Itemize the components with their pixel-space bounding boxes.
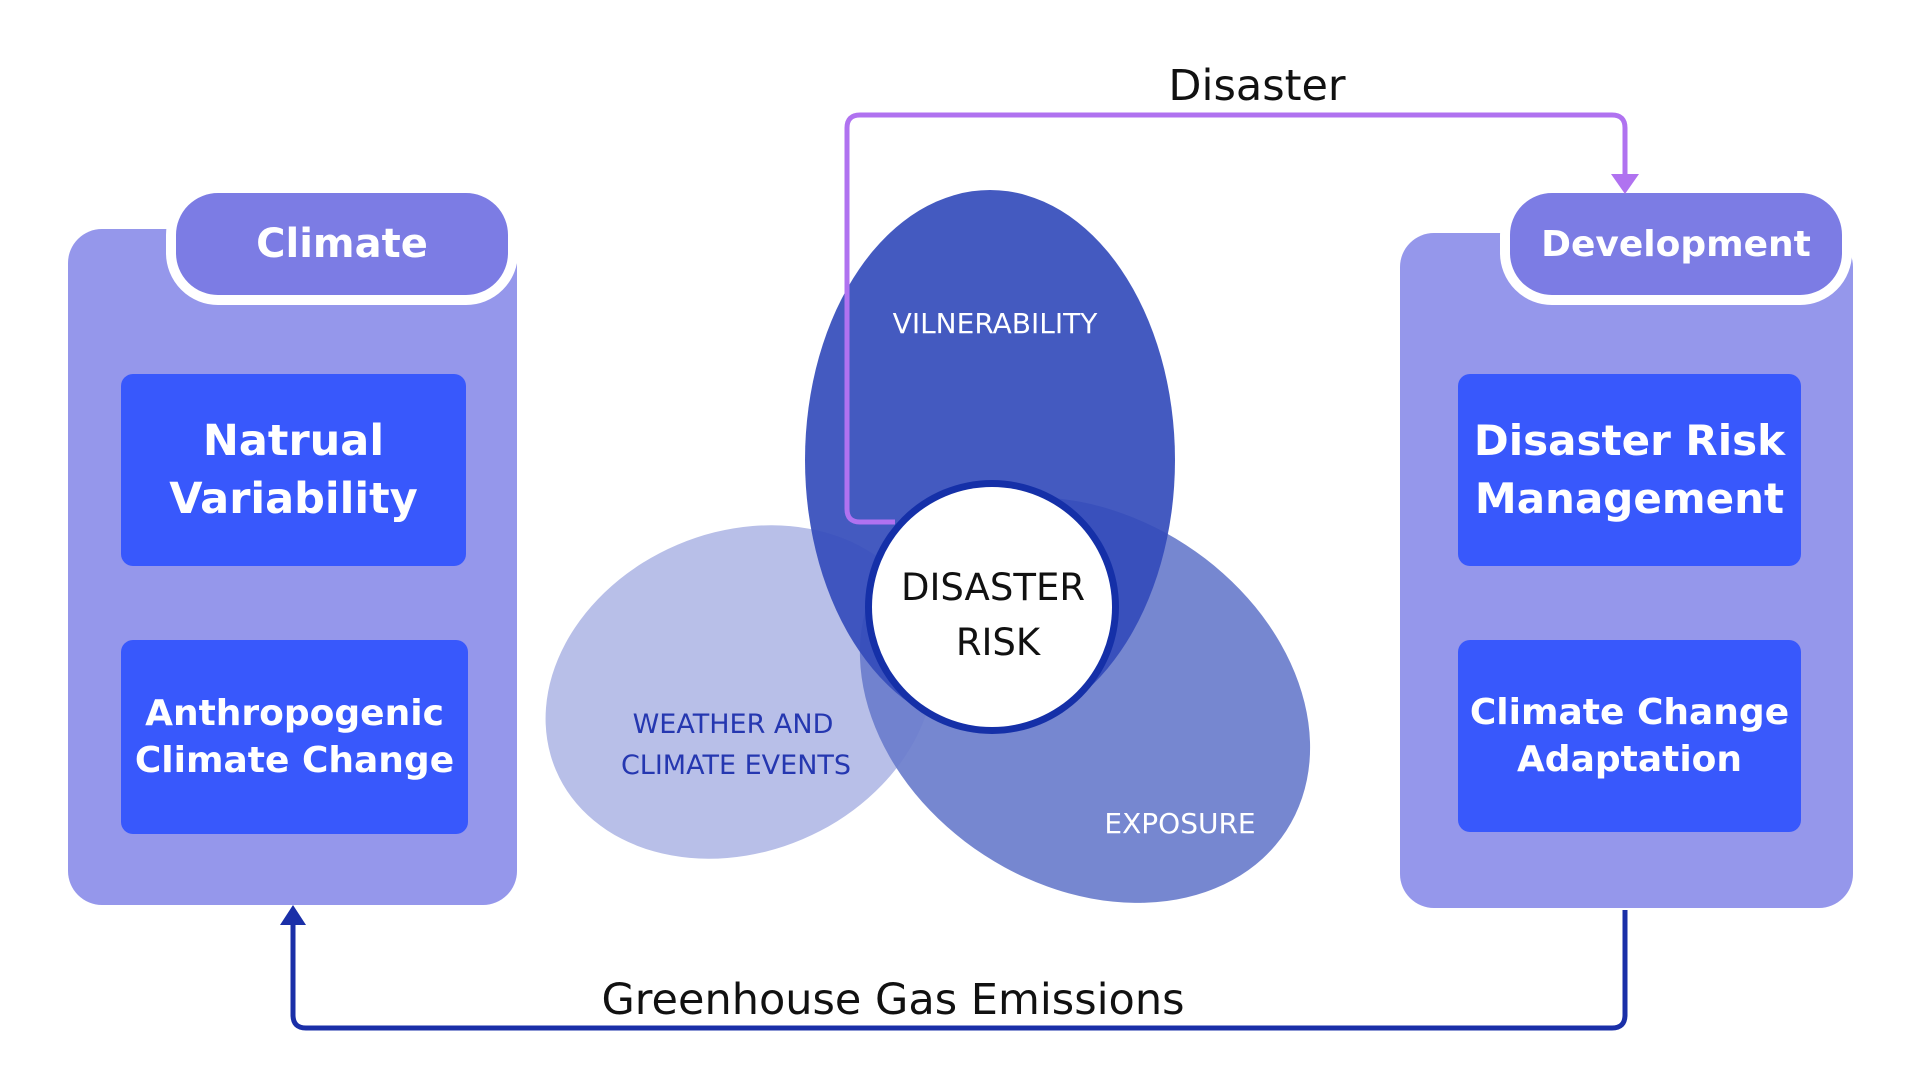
emissions-arrow-label: Greenhouse Gas Emissions xyxy=(601,975,1184,1025)
anthropogenic-climate-change-box: Anthropogenic Climate Change xyxy=(121,640,468,834)
disaster-arrow xyxy=(844,112,1628,525)
weather-label-line1: WEATHER AND xyxy=(633,709,834,740)
weather-label-line2: CLIMATE EVENTS xyxy=(621,750,851,781)
center-label-line2: RISK xyxy=(956,621,1042,664)
climate-change-adaptation-box: Climate Change Adaptation xyxy=(1458,640,1801,832)
emissions-arrowhead xyxy=(280,905,306,925)
anthropogenic-climate-change-label: Anthropogenic Climate Change xyxy=(134,693,455,781)
climate-title: Climate xyxy=(256,221,428,267)
vulnerability-label: VILNERABILITY xyxy=(893,307,1099,340)
center-label-line1: DISASTER xyxy=(901,566,1085,609)
exposure-label: EXPOSURE xyxy=(1104,807,1255,840)
development-title: Development xyxy=(1541,223,1811,265)
natural-variability-box: Natrual Variability xyxy=(121,374,466,566)
disaster-risk-management-box: Disaster Risk Management xyxy=(1458,374,1801,566)
climate-change-adaptation-label: Climate Change Adaptation xyxy=(1469,692,1790,780)
disaster-arrowhead xyxy=(1611,174,1639,194)
natural-variability-label: Natrual Variability xyxy=(169,416,418,524)
disaster-arrow-label: Disaster xyxy=(1168,61,1346,111)
climate-tab: Climate xyxy=(166,183,518,305)
disaster-risk-center xyxy=(872,487,1112,727)
disaster-risk-management-label: Disaster Risk Management xyxy=(1473,416,1786,523)
emissions-arrow xyxy=(290,910,1628,1031)
development-tab: Development xyxy=(1500,183,1852,305)
